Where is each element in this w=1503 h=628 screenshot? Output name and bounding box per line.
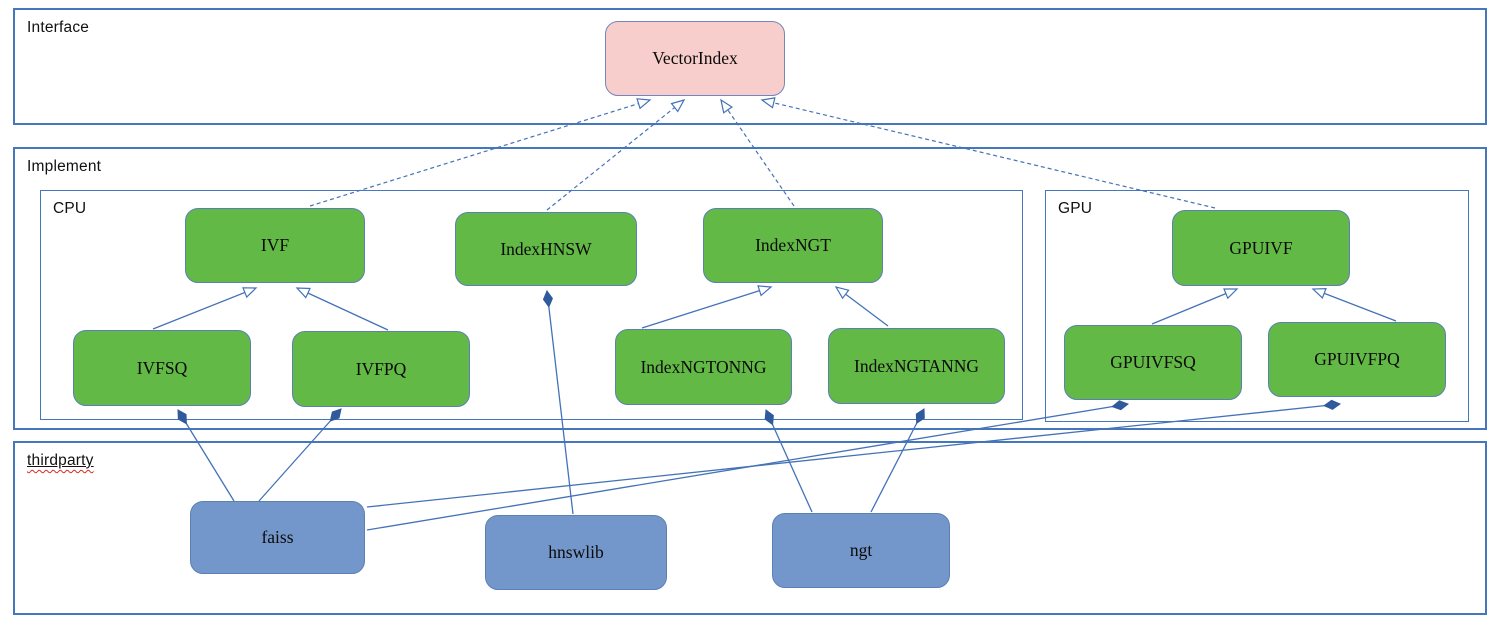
container-cpu-label: CPU (53, 200, 87, 217)
node-gpuivf: GPUIVF (1172, 210, 1350, 286)
node-indexngt-label: IndexNGT (755, 235, 831, 255)
node-indexhnsw: IndexHNSW (455, 212, 637, 286)
node-indexngtonng: IndexNGTONNG (615, 329, 792, 405)
node-gpuivfsq-label: GPUIVFSQ (1110, 352, 1196, 372)
node-gpuivfsq: GPUIVFSQ (1064, 325, 1242, 400)
node-hnswlib-label: hnswlib (548, 542, 604, 562)
node-indexhnsw-label: IndexHNSW (500, 238, 592, 259)
node-vectorindex-label: VectorIndex (652, 48, 738, 68)
node-ivfpq: IVFPQ (292, 331, 470, 407)
node-gpuivf-label: GPUIVF (1229, 237, 1293, 258)
node-ivfpq-label: IVFPQ (355, 358, 407, 379)
node-indexngtonng-label: IndexNGTONNG (640, 356, 767, 377)
node-indexngtanng: IndexNGTANNG (828, 328, 1005, 404)
container-implement-label: Implement (27, 158, 102, 175)
container-thirdparty-label-text: thirdparty (27, 452, 94, 469)
node-ngt-label: ngt (849, 540, 873, 560)
node-faiss: faiss (190, 501, 365, 574)
node-hnswlib: hnswlib (485, 515, 667, 590)
container-gpu-label: GPU (1058, 200, 1093, 217)
node-indexngtanng-label: IndexNGTANNG (854, 355, 979, 376)
node-ivfsq-label: IVFSQ (136, 357, 188, 378)
node-ivf-label: IVF (260, 235, 290, 255)
container-thirdparty-label: thirdparty (27, 452, 94, 470)
node-indexngt: IndexNGT (703, 208, 883, 283)
node-gpuivfpq-label: GPUIVFPQ (1314, 349, 1400, 369)
node-ngt: ngt (772, 513, 950, 588)
node-faiss-label: faiss (261, 527, 294, 547)
container-interface-label: Interface (27, 19, 90, 36)
node-vectorindex: VectorIndex (605, 21, 785, 96)
node-ivf: IVF (185, 208, 365, 283)
node-gpuivfpq: GPUIVFPQ (1268, 322, 1446, 397)
node-ivfsq: IVFSQ (73, 330, 251, 406)
